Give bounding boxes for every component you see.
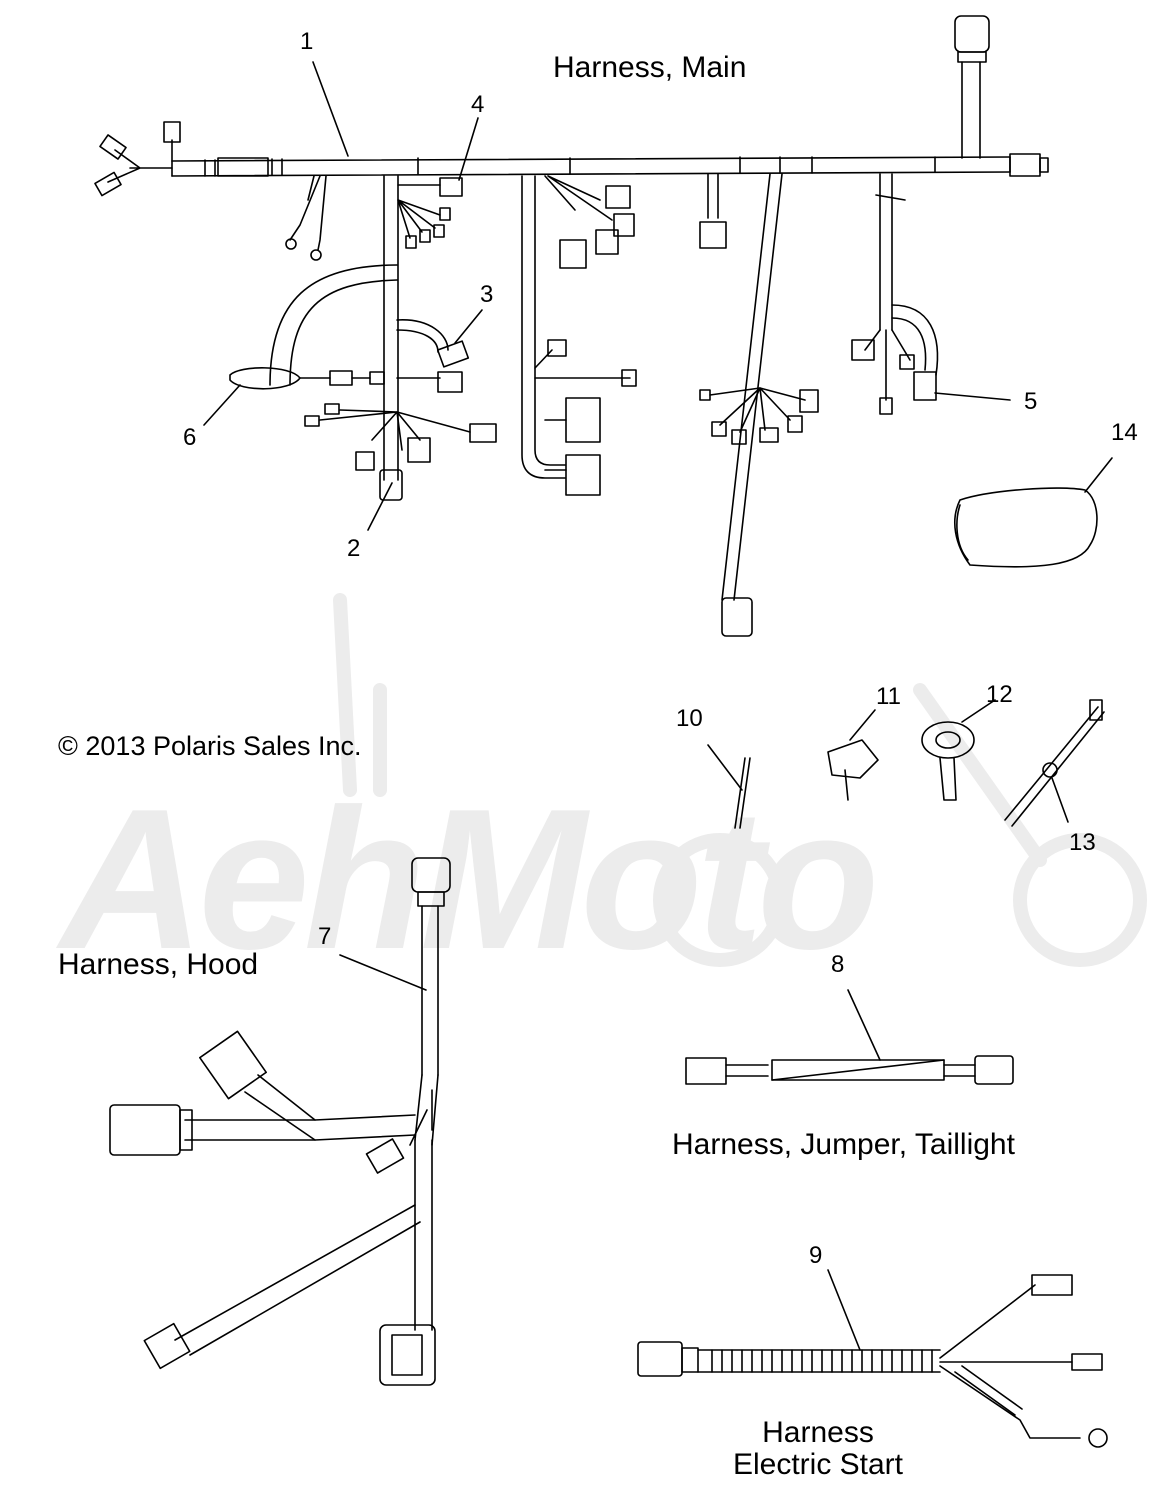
title-electric-start-line2: Electric Start xyxy=(732,1448,904,1481)
part-14-cover xyxy=(954,457,1113,568)
copyright-notice: © 2013 Polaris Sales Inc. xyxy=(58,731,362,761)
callout-9: 9 xyxy=(809,1242,823,1269)
small-parts xyxy=(707,699,1105,829)
jumper-harness xyxy=(685,989,1014,1085)
callout-4: 4 xyxy=(471,91,485,118)
callout-7: 7 xyxy=(318,923,332,950)
title-hood-harness: Harness, Hood xyxy=(58,948,259,981)
main-harness xyxy=(94,15,1049,637)
leaders-main xyxy=(203,61,1011,531)
callout-3: 3 xyxy=(480,281,494,308)
callout-5: 5 xyxy=(1024,388,1038,415)
callout-14: 14 xyxy=(1111,419,1138,446)
callout-8: 8 xyxy=(831,951,845,978)
hood-harness xyxy=(109,857,451,1386)
title-main-harness: Harness, Main xyxy=(553,51,747,84)
callout-6: 6 xyxy=(183,424,197,451)
watermark-bike xyxy=(333,593,1147,967)
title-jumper-harness: Harness, Jumper, Taillight xyxy=(672,1128,1015,1161)
callout-1: 1 xyxy=(300,28,314,55)
callout-12: 12 xyxy=(986,681,1013,708)
callout-2: 2 xyxy=(347,535,361,562)
callout-11: 11 xyxy=(876,683,901,710)
title-electric-start-line1: Harness xyxy=(762,1416,874,1449)
callout-10: 10 xyxy=(676,705,703,732)
callout-13: 13 xyxy=(1069,829,1096,856)
electric-start-harness xyxy=(637,1269,1108,1448)
